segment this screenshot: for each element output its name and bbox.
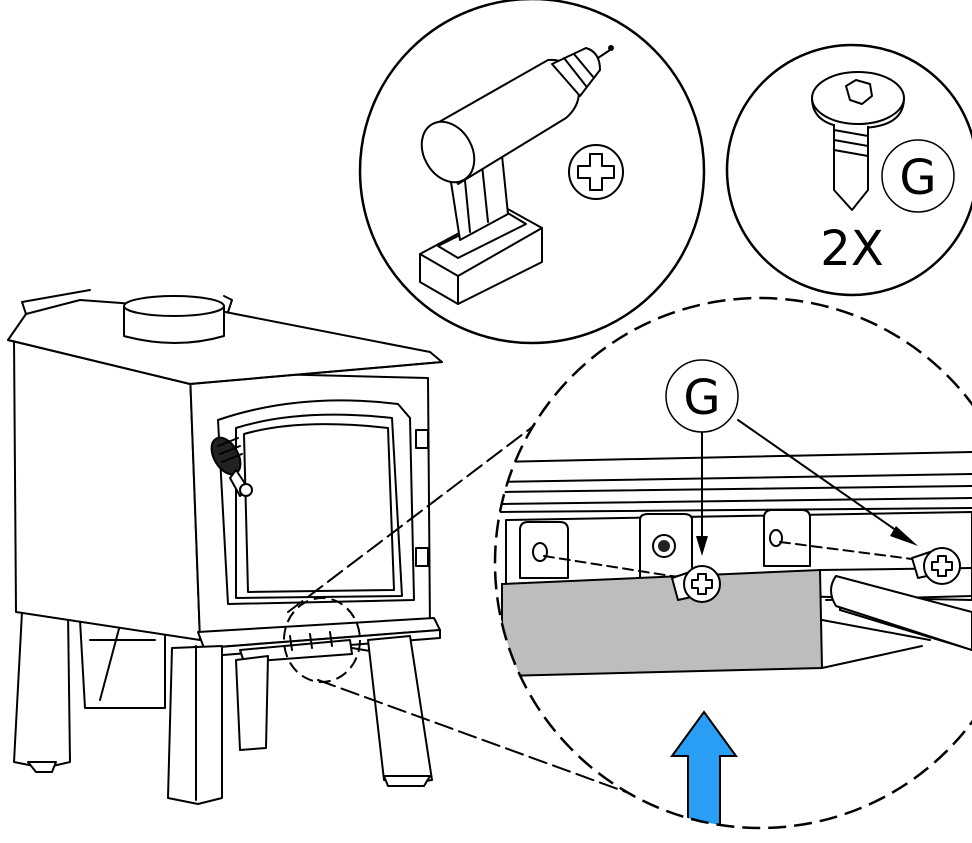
- detail-circle-border: [493, 296, 972, 830]
- wood-stove: [7, 289, 443, 805]
- phillips-bit-icon: [568, 144, 624, 200]
- screw-g-left: [671, 565, 721, 603]
- stove-body-side: [13, 337, 201, 641]
- hinge-bottom: [415, 547, 429, 567]
- up-arrow-icon: [670, 710, 738, 828]
- leader-line-right: [737, 419, 911, 541]
- detail-callout: G: [493, 296, 972, 830]
- door-glass: [243, 423, 395, 593]
- hardware-label: G: [899, 150, 936, 206]
- tool-callout: [358, 0, 706, 345]
- screw-g-right: [911, 547, 961, 585]
- hardware-callout: G 2X: [725, 43, 972, 297]
- callout-label: G: [683, 370, 720, 426]
- torx-screw-icon: [811, 71, 905, 211]
- projection-line-top: [287, 405, 561, 613]
- hinge-top: [415, 429, 429, 449]
- stove-leg-back-left: [13, 611, 71, 769]
- projection-line-bottom: [317, 679, 649, 801]
- hardware-quantity: 2X: [820, 221, 883, 277]
- callout-circle: [665, 359, 739, 433]
- hardware-label-circle: [881, 139, 955, 213]
- heat-shield-panel: [501, 568, 824, 678]
- cordless-drill-icon: [419, 45, 614, 305]
- mount-tab-right: [763, 509, 811, 567]
